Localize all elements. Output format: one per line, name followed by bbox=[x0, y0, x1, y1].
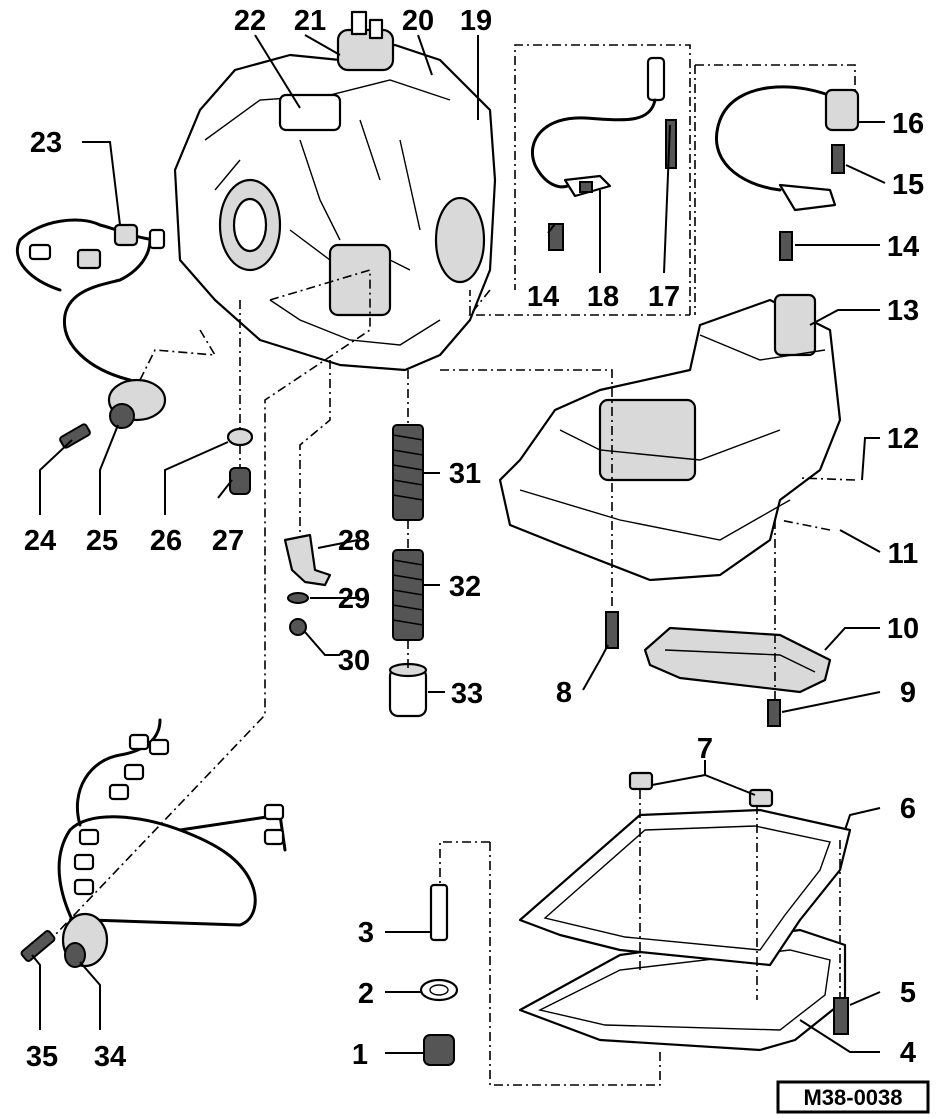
callout-32: 32 bbox=[449, 571, 481, 603]
callout-11: 11 bbox=[888, 538, 919, 570]
callout-34: 34 bbox=[94, 1041, 126, 1073]
drain-plug-assembly bbox=[419, 883, 459, 1066]
figure-reference-box: M38-0038 bbox=[776, 1080, 930, 1114]
callout-20: 20 bbox=[402, 5, 434, 37]
callout-16: 16 bbox=[892, 108, 924, 140]
callout-33: 33 bbox=[451, 678, 483, 710]
callout-25: 25 bbox=[86, 525, 118, 557]
callout-26: 26 bbox=[150, 525, 182, 557]
callout-18: 18 bbox=[587, 281, 619, 313]
sensor-16-assembly bbox=[714, 85, 860, 261]
callout-3: 3 bbox=[358, 917, 374, 949]
alignment-lines bbox=[54, 44, 856, 1086]
callout-21: 21 bbox=[294, 5, 326, 37]
callout-7: 7 bbox=[697, 733, 713, 765]
callout-19: 19 bbox=[460, 5, 492, 37]
callout-4: 4 bbox=[900, 1037, 916, 1069]
accumulator-springs bbox=[388, 424, 428, 718]
callout-14-right: 14 bbox=[887, 231, 919, 263]
callout-5: 5 bbox=[900, 977, 916, 1009]
callout-30: 30 bbox=[338, 645, 370, 677]
callout-15: 15 bbox=[892, 169, 924, 201]
sensor-25-harness bbox=[15, 218, 167, 449]
callout-29: 29 bbox=[338, 583, 370, 615]
wiring-harness bbox=[20, 718, 287, 968]
oil-pan-assembly bbox=[518, 771, 852, 1052]
callout-9: 9 bbox=[900, 677, 916, 709]
callout-10: 10 bbox=[887, 613, 919, 645]
callout-28: 28 bbox=[338, 525, 370, 557]
callout-24: 24 bbox=[24, 525, 56, 557]
callout-31: 31 bbox=[449, 458, 481, 490]
speed-sensor-assembly bbox=[531, 56, 677, 251]
callout-14-left: 14 bbox=[527, 281, 559, 313]
callout-27: 27 bbox=[212, 525, 244, 557]
callout-labels: 1 2 3 4 5 6 7 8 9 10 11 12 13 14 14 15 1… bbox=[24, 5, 924, 1073]
callout-35: 35 bbox=[26, 1041, 58, 1073]
oil-filter bbox=[643, 626, 832, 727]
callout-12: 12 bbox=[887, 423, 919, 455]
callout-23: 23 bbox=[30, 127, 62, 159]
pipe-assembly bbox=[283, 533, 332, 636]
callout-2: 2 bbox=[358, 978, 374, 1010]
leader-lines bbox=[31, 34, 886, 1054]
figure-reference-code: M38-0038 bbox=[803, 1085, 902, 1110]
callout-8: 8 bbox=[556, 677, 572, 709]
callout-22: 22 bbox=[234, 5, 266, 37]
callout-13: 13 bbox=[887, 295, 919, 327]
plug-26-27 bbox=[226, 427, 254, 495]
callout-6: 6 bbox=[900, 793, 916, 825]
valve-body bbox=[498, 293, 842, 649]
callout-17: 17 bbox=[648, 281, 680, 313]
transmission-housing bbox=[173, 10, 497, 372]
callout-1: 1 bbox=[352, 1039, 368, 1071]
